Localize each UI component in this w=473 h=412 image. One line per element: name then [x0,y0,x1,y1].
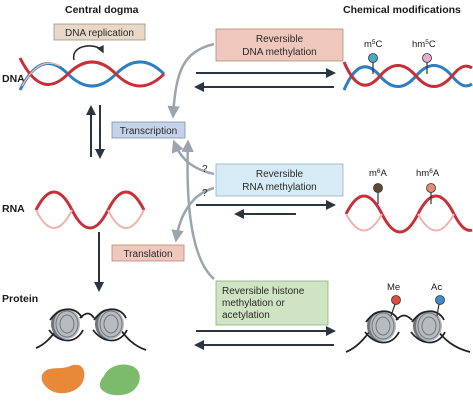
ac-pin-stem [436,303,440,317]
ac-label: Ac [431,282,442,293]
replication-loop-arrow [73,44,104,61]
methylated-rna-strand [344,194,473,234]
m5c-pin [368,53,378,63]
m5c-label: m5C [364,39,383,50]
transcription-box: Transcription [111,121,186,139]
dna-methylation-line2: DNA methylation [242,47,316,58]
rna-methylation-regulates-translation-arrow [171,186,215,243]
m6a-label: m6A [369,168,388,179]
methylated-dna-helix [342,61,473,91]
dna-methylation-line1: Reversible [256,34,304,45]
rna-methylation-box: Reversible RNA methylation [215,163,344,197]
dna-methylation-box: Reversible DNA methylation [215,28,344,62]
histone-line3: acetylation [222,310,270,321]
dna-replication-box: DNA replication [53,23,146,41]
me-pin [391,295,401,305]
rna-strand [34,190,146,230]
protein-label: Protein [2,293,38,305]
histone-modification-box: Reversible histone methylation or acetyl… [215,280,329,326]
rna-methylation-regulates-transcription-arrow [171,139,215,176]
chemical-modifications-header: Chemical modifications [343,4,461,16]
dna-methylation-regulates-transcription-arrow [167,42,215,119]
protein-blob-orange [41,364,85,394]
nucleosomes-left [35,308,147,351]
rna-methylation-line2: RNA methylation [242,182,316,193]
hm5c-pin [422,53,432,63]
question-mark-transcription: ? [202,164,208,175]
rna-label: RNA [2,203,25,215]
ac-pin [435,295,445,305]
dna-replication-text: DNA replication [65,28,134,39]
protein-blob-green [99,364,140,396]
hm5c-label: hm5C [412,39,436,50]
central-dogma-header: Central dogma [65,4,139,16]
m6a-pin [373,183,383,193]
me-label: Me [387,282,400,293]
dna-label: DNA [2,73,25,85]
histone-line1: Reversible histone [222,286,305,297]
transcription-text: Transcription [120,126,177,137]
hm6a-pin [426,183,436,193]
hm6a-label: hm6A [416,168,440,179]
translation-text: Translation [123,249,172,260]
histone-mod-regulates-transcription-arrow [181,139,215,280]
histone-line2: methylation or [222,298,285,309]
rna-methylation-line1: Reversible [256,169,304,180]
translation-box: Translation [111,244,185,262]
modified-nucleosomes [345,310,471,353]
question-mark-translation: ? [202,188,208,199]
me-pin-stem [390,303,396,317]
dna-double-helix [18,57,166,91]
